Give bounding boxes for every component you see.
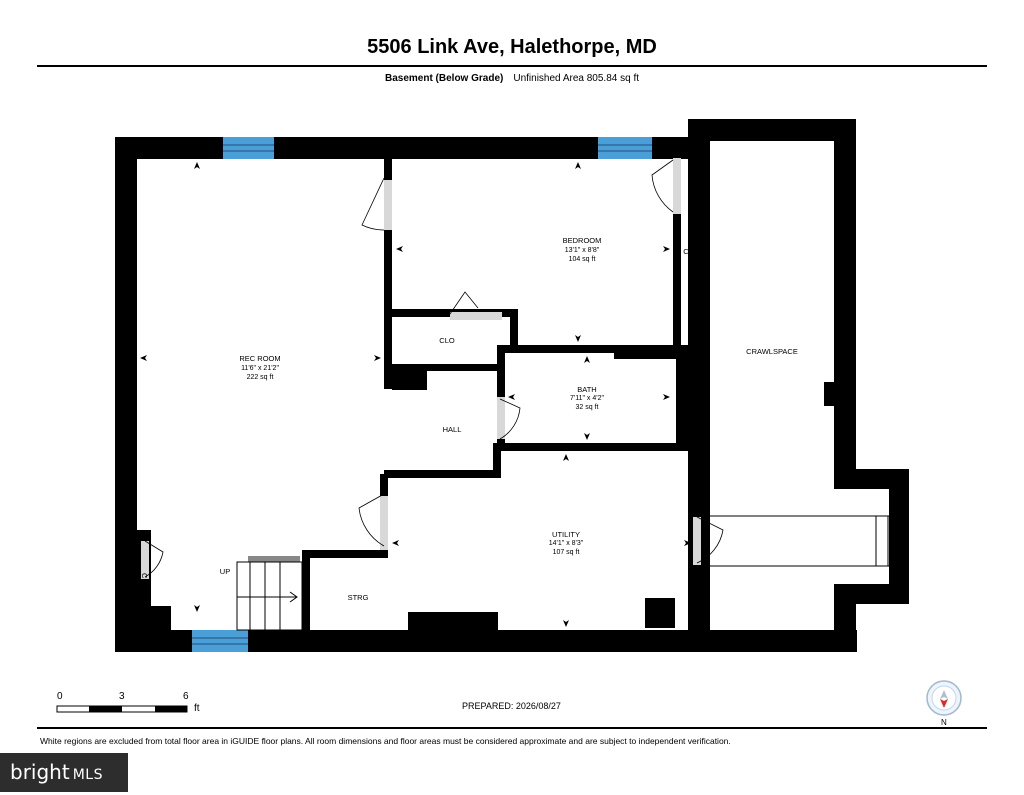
stairs (236, 515, 905, 631)
room-area-bedroom: 104 sq ft (569, 256, 596, 263)
windows (192, 137, 652, 652)
room-label-strg: STRG (348, 593, 369, 602)
room-label-crawlspace: CRAWLSPACE (746, 347, 798, 356)
scale-tick-0: 0 (57, 691, 63, 702)
room-area-bath: 32 sq ft (576, 404, 599, 411)
page-title: 5506 Link Ave, Halethorpe, MD (367, 36, 657, 58)
doors (141, 158, 724, 579)
scale-tick-3: 3 (119, 691, 125, 702)
floor-subtitle: Basement (Below Grade) Unfinished Area 80… (0, 73, 1024, 84)
room-label-hall: HALL (443, 425, 462, 434)
interior-walls (137, 157, 836, 632)
room-area-rec-room: 222 sq ft (247, 374, 274, 381)
floor-name: Basement (Below Grade) (384, 73, 504, 84)
top-rule (37, 65, 987, 67)
compass-icon (926, 680, 962, 716)
compass-label: N (941, 718, 947, 727)
room-label-bath: BATH (577, 385, 596, 394)
scale-unit: ft (194, 703, 200, 714)
room-label-closet: CLOSET (140, 573, 149, 603)
room-label-bedroom: BEDROOM (563, 236, 602, 245)
room-dims-utility: 14'1" x 8'3" (549, 540, 584, 547)
disclaimer-text: White regions are excluded from total fl… (40, 736, 731, 746)
scale-tick-6: 6 (183, 691, 189, 702)
stairs-label-up: UP (220, 567, 230, 576)
exterior-walls (115, 119, 909, 652)
room-label-c: C (683, 247, 689, 256)
room-label-rec-room: REC ROOM (239, 354, 280, 363)
room-area-utility: 107 sq ft (553, 549, 580, 556)
dimension-arrows (140, 162, 691, 627)
room-dims-bedroom: 13'1" x 8'8" (565, 247, 600, 254)
floor-area: Unfinished Area 805.84 sq ft (513, 73, 639, 84)
prepared-date: PREPARED: 2026/08/27 (462, 701, 561, 711)
logo-text: bright (10, 760, 70, 784)
room-dims-bath: 7'11" x 4'2" (570, 395, 604, 402)
bottom-rule (37, 727, 987, 729)
room-label-clo: CLO (439, 336, 455, 345)
scale-bar (56, 705, 188, 713)
room-label-utility: UTILITY (552, 530, 580, 539)
room-dims-rec-room: 11'6" x 21'2" (241, 365, 279, 372)
logo-mls: MLS (72, 767, 103, 783)
